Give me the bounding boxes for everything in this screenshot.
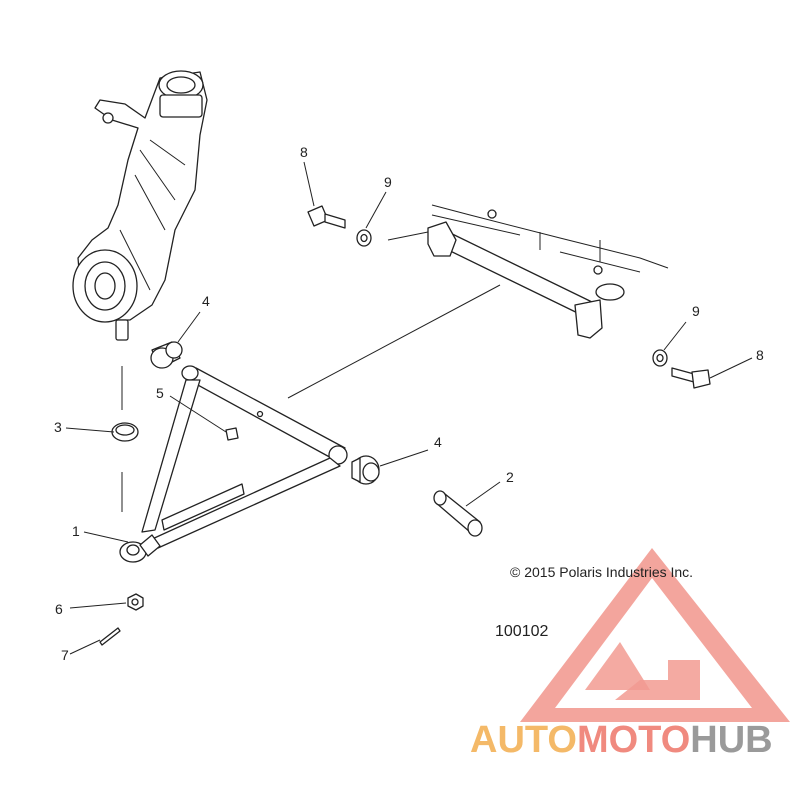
callout-1: 1 xyxy=(72,523,80,539)
callout-2: 2 xyxy=(506,469,514,485)
diagram-reference-number: 100102 xyxy=(495,623,548,640)
callout-9-upper: 9 xyxy=(384,174,392,190)
pivot-tube-2 xyxy=(433,490,483,537)
bushing-4-lower xyxy=(351,455,380,485)
copyright-notice: © 2015 Polaris Industries Inc. xyxy=(510,564,693,580)
callout-7: 7 xyxy=(61,647,69,663)
callout-5: 5 xyxy=(156,385,164,401)
bushing-4-upper xyxy=(150,341,183,369)
callout-4-upper: 4 xyxy=(202,293,210,309)
washer-9-right xyxy=(652,349,668,367)
watermark-auto: AUTOMOTOHUB xyxy=(470,719,773,761)
callout-4-lower: 4 xyxy=(434,434,442,450)
bolt-8-right xyxy=(671,367,711,389)
lower-a-arm xyxy=(119,365,348,563)
bolt-8-upper xyxy=(307,205,346,229)
watermark-moto-text: MOTO xyxy=(577,719,690,761)
callout-leaders xyxy=(65,161,753,655)
callout-3: 3 xyxy=(54,419,62,435)
alignment-lines xyxy=(121,231,501,512)
nut-6 xyxy=(127,593,144,611)
steering-knuckle xyxy=(72,70,208,341)
watermark-hub-text: HUB xyxy=(690,719,772,761)
frame-crossmember xyxy=(427,204,669,339)
watermark-auto-text: AUTO xyxy=(470,719,577,761)
grease-fitting-5 xyxy=(225,427,239,441)
watermark-text: AUTOMOTOHUB xyxy=(470,719,773,761)
watermark-logo xyxy=(520,548,790,722)
callout-9-right: 9 xyxy=(692,303,700,319)
callout-labels: 1 2 3 4 4 5 6 7 8 8 9 9 xyxy=(54,144,764,663)
washer-9-upper xyxy=(356,229,372,247)
cotter-pin-7 xyxy=(99,627,121,646)
callout-8-right: 8 xyxy=(756,347,764,363)
cup-3 xyxy=(111,422,139,442)
callout-6: 6 xyxy=(55,601,63,617)
callout-8-upper: 8 xyxy=(300,144,308,160)
